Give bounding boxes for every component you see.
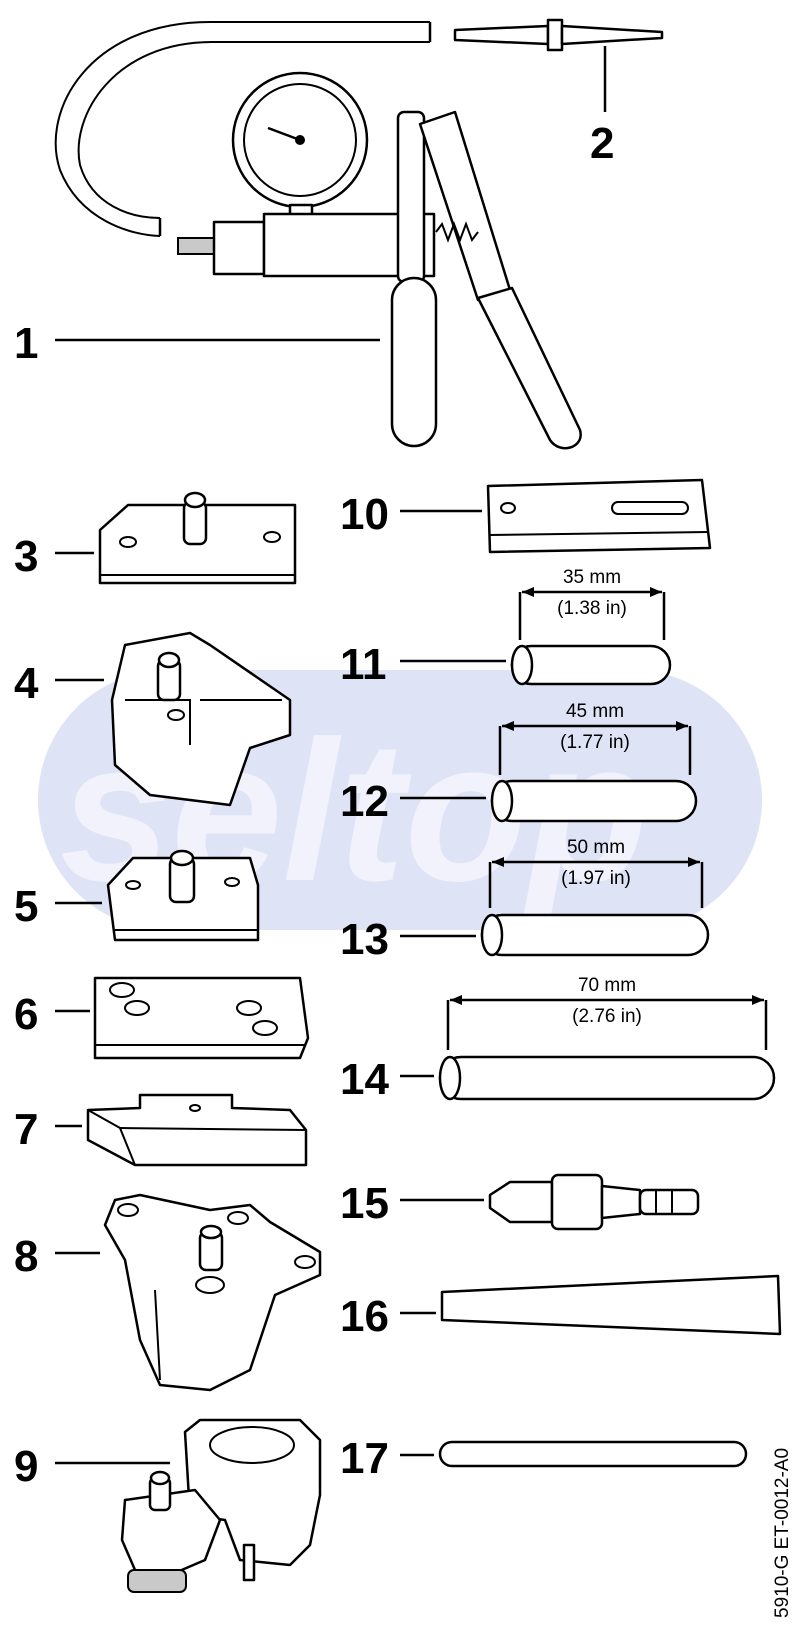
callout-1: 1: [14, 319, 38, 368]
callout-14: 14: [340, 1055, 389, 1104]
dim-11-mm: 35 mm: [563, 567, 621, 588]
part-9-pump-adapter: [120, 1418, 322, 1593]
callout-9: 9: [14, 1442, 38, 1491]
part-4-angled-bracket: [110, 631, 292, 807]
dim-13-mm: 50 mm: [567, 837, 625, 858]
part-11-tube-35mm: [510, 587, 672, 686]
part-5-nipple-plate: [106, 849, 260, 942]
part-15-hose-connector: [488, 1173, 700, 1231]
callout-16: 16: [340, 1292, 389, 1341]
callout-10: 10: [340, 490, 389, 539]
part-10-slotted-bar: [486, 478, 712, 554]
dim-12-mm: 45 mm: [566, 701, 624, 722]
dim-14-mm: 70 mm: [578, 975, 636, 996]
part-14-tube-70mm: [438, 995, 776, 1101]
callout-numbers: 1 2 3 4 5 6 7 8 9 10 11 12 13 14 15 16 1…: [14, 119, 614, 1491]
callout-11: 11: [340, 640, 387, 689]
dimension-labels: 35 mm (1.38 in) 45 mm (1.77 in) 50 mm (1…: [557, 567, 642, 1027]
callout-15: 15: [340, 1179, 389, 1228]
part-2-tapered-nozzle: [453, 18, 664, 112]
callout-13: 13: [340, 915, 389, 964]
callout-8: 8: [14, 1232, 38, 1281]
dim-13-in: (1.97 in): [561, 868, 631, 889]
part-8-housing-adapter: [103, 1193, 322, 1392]
part-1-vacuum-pump: [54, 21, 582, 450]
part-17-rod: [438, 1440, 748, 1468]
part-7-stepped-block: [86, 1093, 308, 1167]
part-16-tapered-plug: [440, 1274, 782, 1336]
callout-12: 12: [340, 777, 389, 826]
part-3-adapter-plate: [98, 491, 297, 585]
callout-3: 3: [14, 532, 38, 581]
dim-14-in: (2.76 in): [572, 1006, 642, 1027]
dim-11-in: (1.38 in): [557, 598, 627, 619]
part-13-tube-50mm: [480, 857, 710, 957]
part-12-tube-45mm: [490, 721, 698, 823]
callout-5: 5: [14, 882, 38, 931]
callout-7: 7: [14, 1105, 38, 1154]
callout-4: 4: [14, 659, 39, 708]
callout-6: 6: [14, 990, 38, 1039]
document-id: 5910-G ET-0012-A0: [772, 1448, 793, 1618]
leader-lines: [55, 338, 506, 1465]
callout-2: 2: [590, 119, 614, 168]
part-6-holed-plate: [93, 976, 310, 1060]
callout-17: 17: [340, 1434, 389, 1483]
dim-12-in: (1.77 in): [560, 732, 630, 753]
